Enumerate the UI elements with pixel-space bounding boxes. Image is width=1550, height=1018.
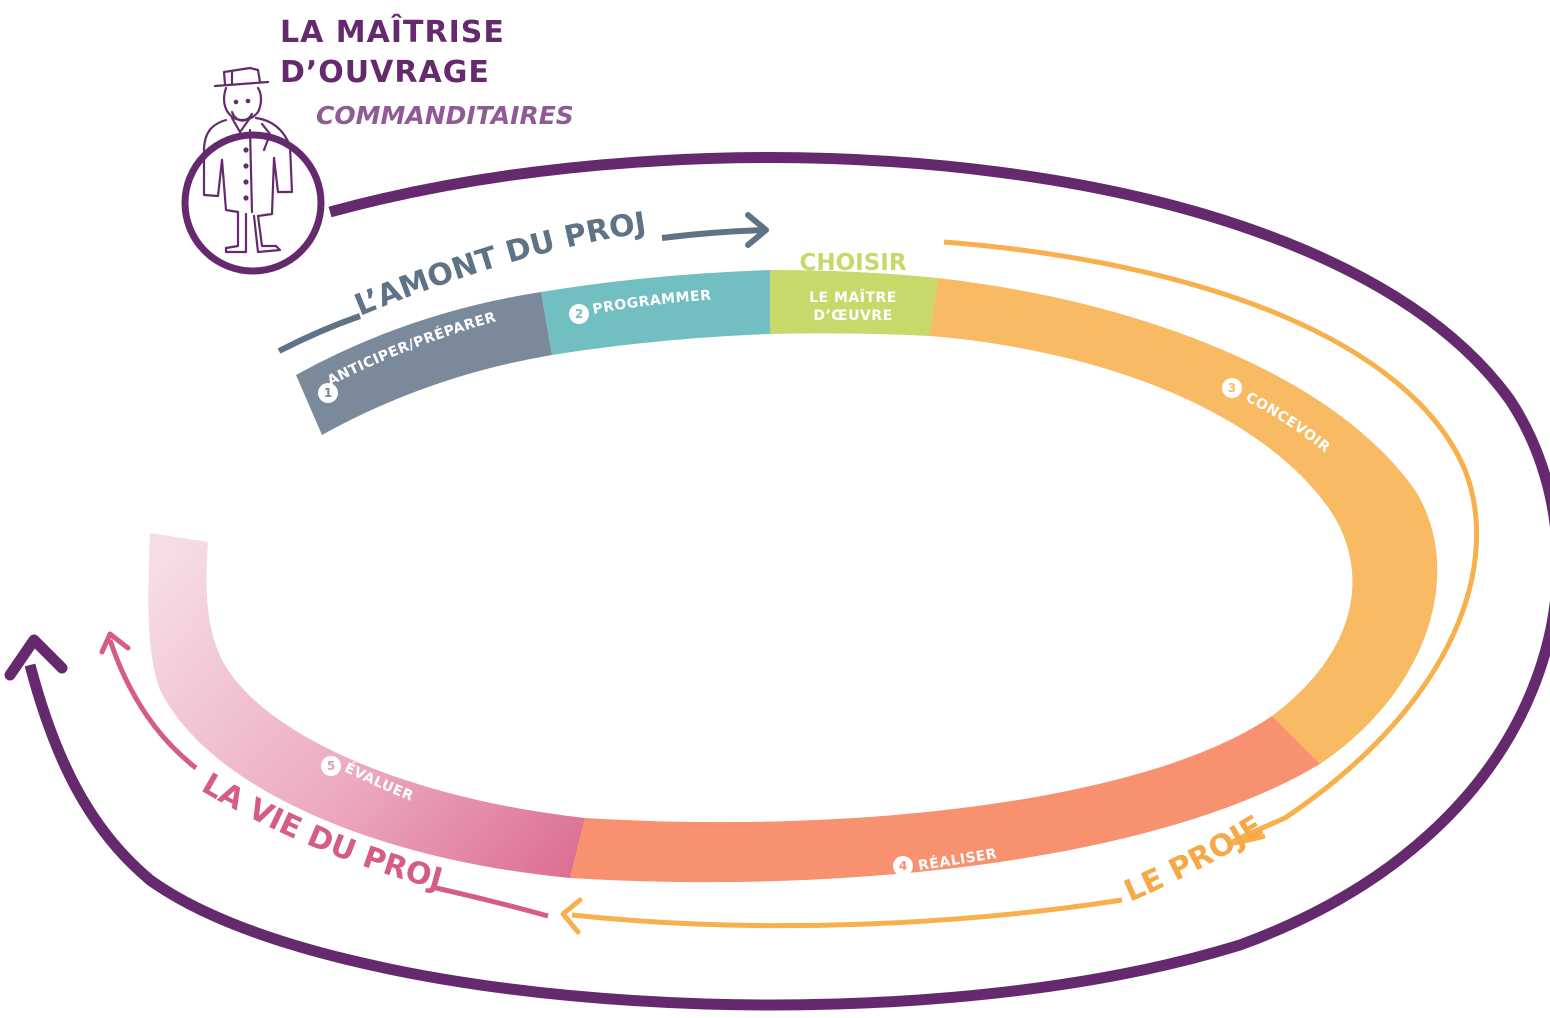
outer-cycle-arrowhead: [4, 634, 68, 681]
phase-5-segment: [148, 533, 585, 878]
vie-arrowhead: [99, 631, 131, 655]
svg-text:1: 1: [324, 386, 332, 400]
projet-arrow-bottom: [571, 897, 1123, 929]
svg-text:5: 5: [327, 759, 335, 773]
phase-1-badge: 1: [318, 383, 338, 403]
svg-text:4: 4: [899, 859, 907, 873]
phase-4-badge: 4: [893, 856, 913, 876]
projet-arrow-line: [943, 239, 1480, 846]
svg-text:2: 2: [575, 307, 583, 321]
phase-5-badge: 5: [321, 756, 341, 776]
amont-arrow-line: [661, 227, 765, 241]
phase-choisir-segment: [770, 270, 938, 336]
phase-3-badge: 3: [1222, 378, 1242, 398]
amont-arrowhead: [745, 212, 769, 248]
svg-text:3: 3: [1228, 381, 1236, 395]
phase-2-segment: [541, 270, 770, 355]
projet-arrowhead: [560, 897, 583, 935]
title-line-2: D’OUVRAGE: [280, 55, 490, 90]
choisir-line-1: LE MAÎTRE: [809, 289, 897, 306]
phase-3-segment: [930, 278, 1438, 764]
vie-arrow-line: [107, 639, 198, 770]
phase-1-segment: [296, 292, 552, 435]
vie-arrow-tail: [435, 885, 549, 919]
amont-arrow-tail: [277, 313, 361, 354]
phase-2-badge: 2: [569, 304, 589, 324]
projet-label: LE PROJET: [0, 0, 1269, 909]
subtitle-commanditaires: COMMANDITAIRES: [316, 101, 574, 130]
client-avatar-icon: [181, 66, 325, 275]
outer-cycle-arrow: [24, 152, 1550, 1011]
title-line-1: LA MAÎTRISE: [280, 14, 505, 50]
phase-4-segment: [570, 716, 1320, 883]
choisir-line-2: D’ŒUVRE: [813, 308, 892, 324]
choisir-title: CHOISIR: [799, 250, 906, 276]
